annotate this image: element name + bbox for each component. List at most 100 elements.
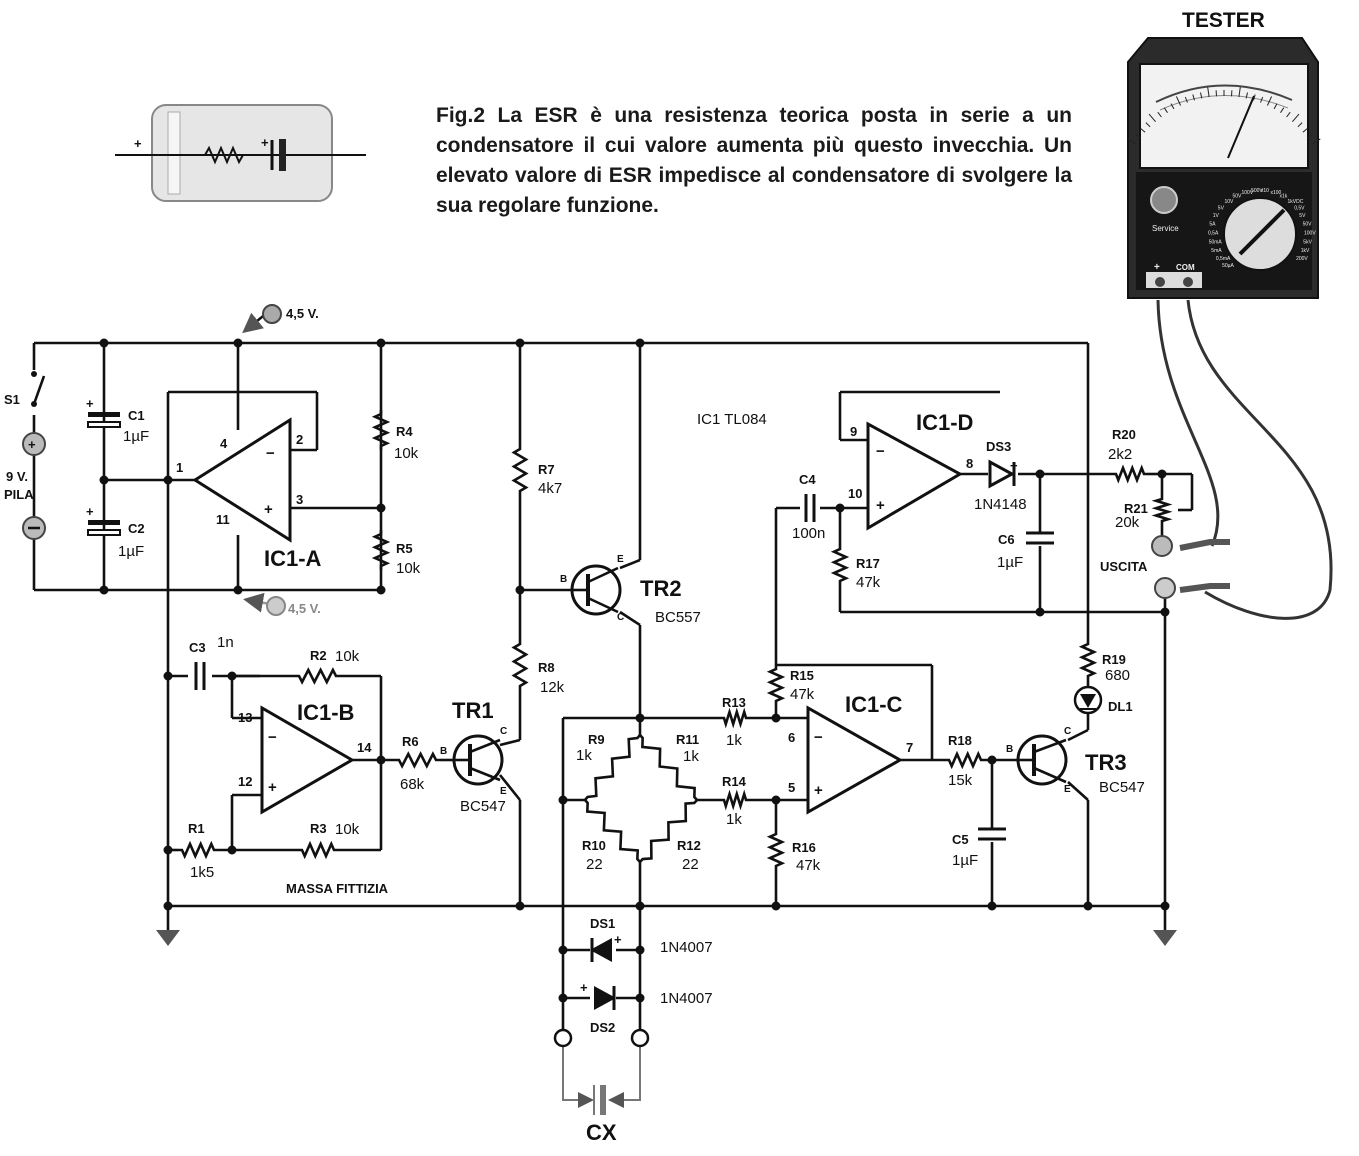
svg-text:+: + — [134, 136, 142, 151]
r19-symbol — [1082, 640, 1094, 680]
svg-text:+: + — [268, 779, 277, 796]
junction-dot — [988, 902, 997, 911]
tester-service-label: Service — [1152, 224, 1179, 233]
tr1-ref: TR1 — [452, 698, 494, 723]
ds3-symbol: + — [990, 458, 1018, 486]
tester-range-label: 5A — [1209, 222, 1216, 228]
r17-symbol — [834, 545, 846, 585]
c4-ref: C4 — [799, 472, 816, 487]
r7-ref: R7 — [538, 462, 555, 477]
r15-symbol — [770, 665, 782, 705]
svg-text:+: + — [264, 501, 273, 518]
r13-value: 1k — [726, 732, 742, 749]
r17-ref: R17 — [856, 556, 880, 571]
r12-value: 22 — [682, 856, 699, 873]
tr2-type: BC557 — [655, 609, 701, 626]
pin-2: 2 — [296, 432, 303, 447]
ds2-type: 1N4007 — [660, 990, 713, 1007]
ds1-type: 1N4007 — [660, 939, 713, 956]
ic1a-name: IC1-A — [264, 546, 322, 571]
c6-ref: C6 — [998, 532, 1015, 547]
esr-illustration: + + — [115, 105, 366, 201]
svg-text:−: − — [266, 445, 275, 462]
junction-dot — [164, 846, 173, 855]
junction-dot — [636, 714, 645, 723]
battery-label: PILA — [4, 487, 34, 502]
tr1-base: B — [440, 746, 447, 757]
r7-symbol — [514, 445, 526, 495]
tester-range-label: 200V — [1296, 256, 1308, 262]
tester-range-label: 0,5mA — [1216, 256, 1231, 262]
svg-text:−: − — [814, 729, 823, 746]
svg-text:+: + — [876, 497, 885, 514]
tester-range-label: 1kVDC — [1288, 199, 1304, 205]
svg-text:+: + — [614, 932, 622, 947]
output-label: USCITA — [1100, 559, 1148, 574]
tester-range-label: 10V — [1225, 199, 1235, 205]
r10-ref: R10 — [582, 838, 606, 853]
tester-range-label: 5kV — [1303, 240, 1312, 246]
c1-ref: C1 — [128, 408, 145, 423]
virtual-ground-label: MASSA FITTIZIA — [286, 881, 389, 896]
tester-range-label: 50mA — [1209, 240, 1223, 246]
junction-dot — [636, 994, 645, 1003]
r10-value: 22 — [586, 856, 603, 873]
battery-voltage: 9 V. — [6, 469, 28, 484]
r19-ref: R19 — [1102, 652, 1126, 667]
tester-range-label: x10 — [1261, 188, 1269, 194]
junction-dot — [100, 476, 109, 485]
junction-dot — [772, 796, 781, 805]
svg-text:−: − — [876, 443, 885, 460]
cx-terminal-right — [632, 1030, 648, 1046]
pin-7: 7 — [906, 740, 913, 755]
tester-range-label: 5mA — [1211, 248, 1222, 254]
junction-dot — [100, 586, 109, 595]
pin-9: 9 — [850, 424, 857, 439]
junction-dot — [516, 586, 525, 595]
junction-dot — [559, 796, 568, 805]
tr3-collector: C — [1064, 726, 1071, 737]
ds3-type: 1N4148 — [974, 496, 1027, 513]
junction-dot — [377, 586, 386, 595]
junction-dot — [1161, 608, 1170, 617]
r8-symbol — [514, 640, 526, 690]
tr2-collector: C — [617, 612, 624, 623]
tester-range-label: 0,5A — [1208, 231, 1219, 237]
c4-symbol — [806, 494, 814, 522]
cx-terminal-left — [555, 1030, 571, 1046]
tester-range-label: 5V — [1218, 205, 1225, 211]
r20-value: 2k2 — [1108, 446, 1132, 463]
c3-ref: C3 — [189, 640, 206, 655]
battery-plus-terminal: + — [23, 433, 45, 455]
opamp-a: − + — [195, 420, 290, 540]
r20-symbol — [1112, 468, 1148, 480]
junction-dot — [228, 846, 237, 855]
r21-symbol — [1156, 495, 1168, 525]
svg-text:−: − — [268, 729, 277, 746]
tr1-collector: C — [500, 726, 507, 737]
junction-dot — [559, 994, 568, 1003]
ic1b-name: IC1-B — [297, 700, 354, 725]
junction-dot — [636, 946, 645, 955]
r17-value: 47k — [856, 574, 881, 591]
r12-ref: R12 — [677, 838, 701, 853]
tr3-symbol — [1018, 736, 1066, 784]
r5-value: 10k — [396, 560, 421, 577]
r21-value: 20k — [1115, 514, 1140, 531]
ic1c-name: IC1-C — [845, 692, 903, 717]
r11-value: 1k — [683, 748, 699, 765]
r13-symbol — [720, 712, 750, 724]
svg-text:+: + — [28, 437, 36, 452]
r16-value: 47k — [796, 857, 821, 874]
junction-dot — [234, 586, 243, 595]
r4-ref: R4 — [396, 424, 413, 439]
ds1-ref: DS1 — [590, 916, 615, 931]
r19-value: 680 — [1105, 667, 1130, 684]
c4-value: 100n — [792, 525, 825, 542]
output-terminal-minus — [1155, 578, 1175, 598]
pin-11: 11 — [216, 512, 230, 527]
pin-10: 10 — [848, 486, 862, 501]
tr1-symbol — [454, 736, 502, 784]
r6-symbol — [395, 754, 440, 766]
junction-dot — [377, 339, 386, 348]
